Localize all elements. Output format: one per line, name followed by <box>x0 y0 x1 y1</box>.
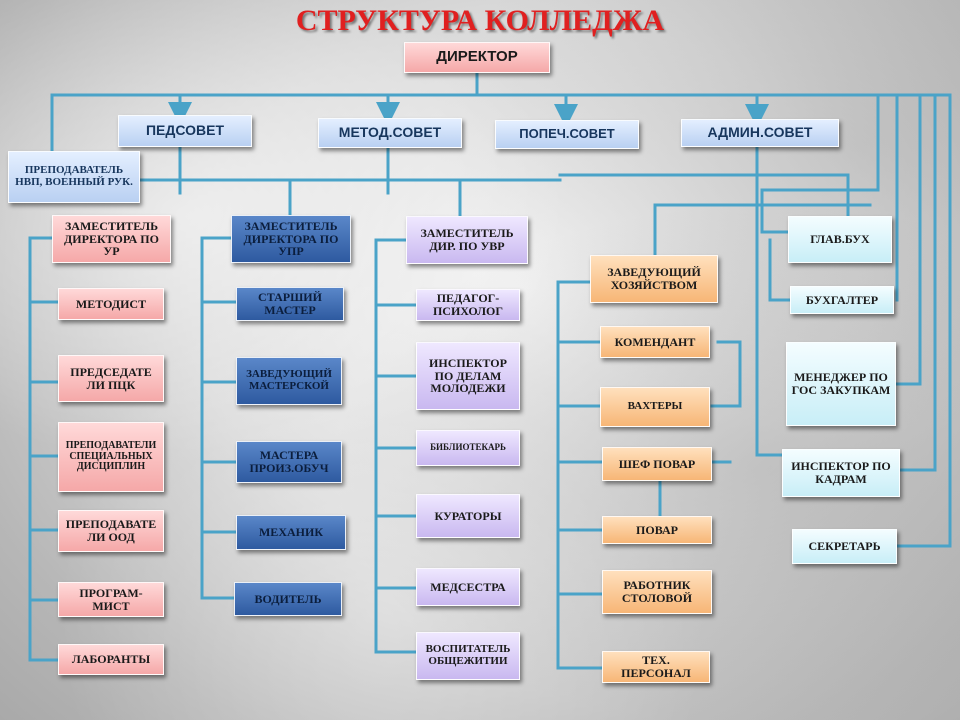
household-head-box: ЗАВЕДУЮЩИЙ ХОЗЯЙСТВОМ <box>590 255 718 303</box>
upr-item-driver: ВОДИТЕЛЬ <box>234 582 342 616</box>
ur-item-lab-assistants: ЛАБОРАНТЫ <box>58 644 164 675</box>
uvr-item-label: МЕДСЕСТРА <box>430 579 506 594</box>
household-item-commandant: КОМЕНДАНТ <box>600 326 710 358</box>
ur-item-label: ПРЕПОДАВАТЕЛИ СПЕЦИАЛЬНЫХ ДИСЦИПЛИН <box>65 439 157 473</box>
director-label: ДИРЕКТОР <box>436 48 518 66</box>
uvr-item-nurse: МЕДСЕСТРА <box>416 568 520 606</box>
uvr-item-label: ПЕДАГОГ-ПСИХОЛОГ <box>432 291 504 318</box>
household-item-tech-staff: ТЕХ. ПЕРСОНАЛ <box>602 651 710 683</box>
ur-item-methodist: МЕТОДИСТ <box>58 288 164 320</box>
admin-item-label: ИНСПЕКТОР ПО КАДРАМ <box>791 459 891 486</box>
admin-council-label: АДМИН.СОВЕТ <box>707 124 813 141</box>
household-item-label: ВАХТЕРЫ <box>627 400 683 413</box>
metod-council-label: МЕТОД.СОВЕТ <box>338 124 442 141</box>
ur-item-label: ПРЕПОДАВАТЕ ЛИ ООД <box>65 517 157 544</box>
household-item-watchmen: ВАХТЕРЫ <box>600 387 710 427</box>
uvr-item-dorm-tutor: ВОСПИТАТЕЛЬ ОБЩЕЖИТИИ <box>416 632 520 680</box>
ur-item-pck-chairs: ПРЕДСЕДАТЕ ЛИ ПЦК <box>58 355 164 402</box>
admin-item-hr-inspector: ИНСПЕКТОР ПО КАДРАМ <box>782 449 900 497</box>
ur-item-special-teachers: ПРЕПОДАВАТЕЛИ СПЕЦИАЛЬНЫХ ДИСЦИПЛИН <box>58 422 164 492</box>
uvr-item-curators: КУРАТОРЫ <box>416 494 520 538</box>
household-item-label: ШЕФ ПОВАР <box>618 456 696 471</box>
uvr-item-label: ВОСПИТАТЕЛЬ ОБЩЕЖИТИИ <box>425 643 511 667</box>
admin-item-label: ГЛАВ.БУХ <box>810 232 870 247</box>
uvr-item-label: КУРАТОРЫ <box>434 508 502 523</box>
ped-council-label: ПЕДСОВЕТ <box>145 122 225 139</box>
admin-item-label: БУХГАЛТЕР <box>805 292 879 307</box>
household-item-label: ТЕХ. ПЕРСОНАЛ <box>621 653 691 680</box>
household-item-label: РАБОТНИК СТОЛОВОЙ <box>621 578 693 605</box>
uvr-item-librarian: БИБЛИОТЕКАРЬ <box>416 430 520 466</box>
household-item-canteen-worker: РАБОТНИК СТОЛОВОЙ <box>602 570 712 614</box>
ped-council-box: ПЕДСОВЕТ <box>118 115 252 147</box>
ur-item-programmer: ПРОГРАМ-МИСТ <box>58 582 164 617</box>
admin-item-accountant: БУХГАЛТЕР <box>790 286 894 314</box>
popech-council-label: ПОПЕЧ.СОВЕТ <box>519 126 615 142</box>
deputy-uvr-label: ЗАМЕСТИТЕЛЬ ДИР. ПО УВР <box>420 226 514 253</box>
upr-item-label: ВОДИТЕЛЬ <box>254 591 322 606</box>
household-head-label: ЗАВЕДУЮЩИЙ ХОЗЯЙСТВОМ <box>607 265 701 292</box>
upr-item-label: ЗАВЕДУЮЩИЙ МАСТЕРСКОЙ <box>246 368 332 392</box>
uvr-item-psychologist: ПЕДАГОГ-ПСИХОЛОГ <box>416 289 520 321</box>
household-item-cook: ПОВАР <box>602 516 712 544</box>
popech-council-box: ПОПЕЧ.СОВЕТ <box>495 120 639 149</box>
admin-item-label: СЕКРЕТАРЬ <box>808 539 881 554</box>
metod-council-box: МЕТОД.СОВЕТ <box>318 118 462 148</box>
uvr-item-label: ИНСПЕКТОР ПО ДЕЛАМ МОЛОДЕЖИ <box>429 355 507 396</box>
deputy-ur-box: ЗАМЕСТИТЕЛЬ ДИРЕКТОРА ПО УР <box>52 215 171 263</box>
household-item-label: КОМЕНДАНТ <box>614 334 696 349</box>
ur-item-label: ЛАБОРАНТЫ <box>71 652 151 667</box>
upr-item-label: СТАРШИЙ МАСТЕР <box>258 290 322 317</box>
upr-item-masters: МАСТЕРА ПРОИЗ.ОБУЧ <box>236 441 342 483</box>
upr-item-label: МАСТЕРА ПРОИЗ.ОБУЧ <box>249 448 329 475</box>
admin-item-secretary: СЕКРЕТАРЬ <box>792 529 897 564</box>
deputy-uvr-box: ЗАМЕСТИТЕЛЬ ДИР. ПО УВР <box>406 216 528 264</box>
upr-item-senior-master: СТАРШИЙ МАСТЕР <box>236 287 344 321</box>
nvp-teacher-box: ПРЕПОДАВАТЕЛЬ НВП, ВОЕННЫЙ РУК. <box>8 151 140 203</box>
admin-council-box: АДМИН.СОВЕТ <box>681 119 839 147</box>
upr-item-mechanic: МЕХАНИК <box>236 515 346 550</box>
director-box: ДИРЕКТОР <box>404 42 550 73</box>
upr-item-workshop-head: ЗАВЕДУЮЩИЙ МАСТЕРСКОЙ <box>236 357 342 405</box>
nvp-teacher-label: ПРЕПОДАВАТЕЛЬ НВП, ВОЕННЫЙ РУК. <box>15 164 133 188</box>
deputy-ur-label: ЗАМЕСТИТЕЛЬ ДИРЕКТОРА ПО УР <box>64 218 159 259</box>
admin-item-procurement-manager: МЕНЕДЖЕР ПО ГОС ЗАКУПКАМ <box>786 342 896 426</box>
page-title: СТРУКТУРА КОЛЛЕДЖА <box>295 4 665 37</box>
uvr-item-label: БИБЛИОТЕКАРЬ <box>430 442 506 453</box>
household-item-label: ПОВАР <box>636 522 678 537</box>
deputy-upr-box: ЗАМЕСТИТЕЛЬ ДИРЕКТОРА ПО УПР <box>231 215 351 263</box>
ur-item-label: ПРЕДСЕДАТЕ ЛИ ПЦК <box>70 364 152 392</box>
ur-item-label: ПРОГРАМ-МИСТ <box>79 585 143 613</box>
household-item-chef: ШЕФ ПОВАР <box>602 447 712 481</box>
uvr-item-youth-inspector: ИНСПЕКТОР ПО ДЕЛАМ МОЛОДЕЖИ <box>416 342 520 410</box>
ur-item-ood-teachers: ПРЕПОДАВАТЕ ЛИ ООД <box>58 510 164 552</box>
deputy-upr-label: ЗАМЕСТИТЕЛЬ ДИРЕКТОРА ПО УПР <box>243 218 339 259</box>
upr-item-label: МЕХАНИК <box>258 525 324 540</box>
admin-item-chief-accountant: ГЛАВ.БУХ <box>788 216 892 263</box>
ur-item-label: МЕТОДИСТ <box>75 296 147 311</box>
admin-item-label: МЕНЕДЖЕР ПО ГОС ЗАКУПКАМ <box>791 370 891 397</box>
